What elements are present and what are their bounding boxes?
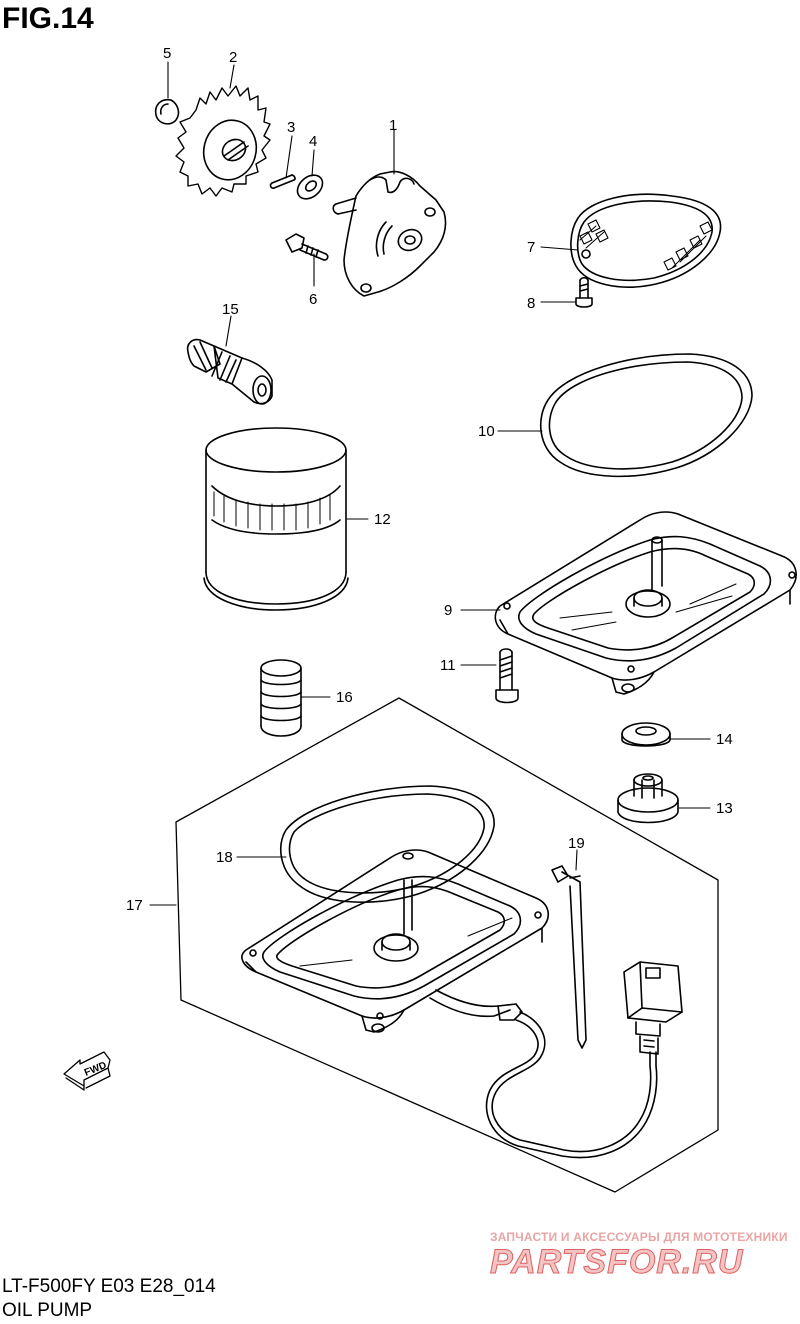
callout-17: 17 [126, 897, 143, 914]
callout-6: 6 [309, 291, 317, 308]
callout-14: 14 [716, 731, 733, 748]
callout-3: 3 [287, 119, 295, 136]
part-15-pressure-switch [186, 338, 273, 405]
part-17-kit-outline [175, 697, 719, 1193]
watermark-logo: PARTSFOR.RU [490, 1243, 744, 1282]
section-name: OIL PUMP [2, 1300, 93, 1321]
part-4-washer [296, 174, 324, 200]
callout-16: 16 [336, 689, 353, 706]
part-3-pin [269, 174, 296, 189]
part-7-oil-strainer [570, 193, 722, 288]
leader-lines [149, 61, 711, 906]
callout-18: 18 [216, 849, 233, 866]
fwd-label: FWD [83, 1060, 108, 1079]
watermark-logo-text: PARTSFOR.RU [490, 1243, 744, 1281]
callout-19: 19 [568, 835, 585, 852]
watermark-tagline: ЗАПЧАСТИ И АКСЕССУАРЫ ДЛЯ МОТОТЕХНИКИ [490, 1230, 788, 1244]
callout-11: 11 [440, 657, 456, 674]
part-2-pump-sprocket [175, 85, 271, 197]
model-code: LT-F500FY E03 E28_014 [2, 1276, 216, 1297]
part-19-cable-tie [551, 865, 587, 1049]
fwd-direction-arrow: FWD [63, 1051, 111, 1091]
part-9-oil-sump [494, 511, 797, 695]
part-6-bolt [285, 233, 329, 261]
part-17-connector [623, 961, 683, 1055]
part-16-magnet [260, 659, 302, 737]
part-5-circlip [154, 98, 180, 125]
callout-13: 13 [716, 800, 733, 817]
part-18-gasket [279, 785, 495, 903]
callout-15: 15 [222, 301, 239, 318]
callout-1: 1 [389, 117, 397, 134]
callout-numbers: 5 2 3 4 1 6 7 8 15 10 12 9 11 16 14 13 1… [126, 45, 733, 914]
callout-4: 4 [309, 133, 317, 150]
part-12-oil-filter [203, 427, 349, 611]
part-8-screw [575, 276, 593, 308]
part-13-drain-plug [617, 773, 679, 824]
callout-2: 2 [229, 49, 237, 66]
callout-8: 8 [527, 295, 535, 312]
part-10-gasket [540, 353, 753, 478]
part-11-bolt [495, 648, 519, 704]
callout-12: 12 [374, 511, 391, 528]
part-17-sump-assembly [241, 849, 658, 1159]
callout-10: 10 [478, 423, 495, 440]
callout-5: 5 [163, 45, 171, 62]
callout-7: 7 [527, 239, 535, 256]
callout-9: 9 [444, 602, 452, 619]
figure-title: FIG.14 [2, 2, 94, 35]
part-14-washer [621, 722, 671, 747]
part-1-oil-pump [332, 170, 447, 297]
